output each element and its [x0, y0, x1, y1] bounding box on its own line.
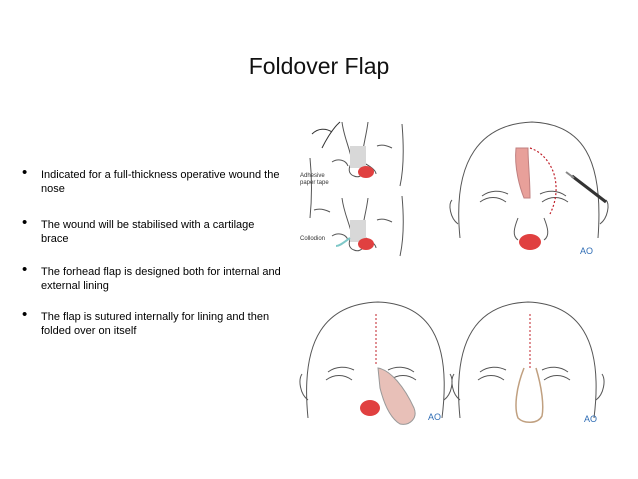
- panel-flap-sutured: [451, 301, 605, 419]
- ao-logo: AO: [584, 414, 597, 424]
- slide-title: Foldover Flap: [248, 53, 390, 79]
- bullet-text: The wound will be stabilised with a cart…: [41, 219, 255, 245]
- wound-mark: [360, 400, 380, 416]
- flap-incision-line: [529, 147, 557, 215]
- bullet-item: • Indicated for a full-thickness operati…: [22, 168, 284, 196]
- bullet-dot-icon: •: [22, 310, 28, 323]
- wound-mark: [358, 238, 374, 250]
- folded-flap: [377, 367, 416, 425]
- bullet-dot-icon: •: [22, 218, 28, 231]
- sutured-flap: [515, 367, 544, 423]
- wound-mark: [358, 166, 374, 178]
- bullet-text: The flap is sutured internally for linin…: [41, 311, 270, 337]
- scalpel-handle: [571, 174, 607, 204]
- bullet-item: • The forhead flap is designed both for …: [22, 265, 286, 293]
- ao-logo: AO: [428, 412, 441, 422]
- wound-mark: [519, 234, 541, 250]
- nose-shade: [350, 220, 366, 242]
- label-adhesive-2: paper tape: [300, 180, 329, 186]
- nose-shade: [350, 146, 366, 168]
- bullet-text: Indicated for a full-thickness operative…: [41, 169, 280, 195]
- flap-template: [515, 147, 531, 199]
- ao-logo: AO: [580, 246, 593, 256]
- panel-flap-rotated: [299, 301, 453, 419]
- bullet-dot-icon: •: [22, 265, 28, 278]
- bullet-dot-icon: •: [22, 168, 28, 181]
- bullet-text: The forhead flap is designed both for in…: [41, 266, 281, 292]
- collodion-applicator: [335, 237, 351, 247]
- label-collodion: Collodion: [300, 236, 325, 242]
- bullet-item: • The flap is sutured internally for lin…: [22, 310, 301, 338]
- scalpel-blade: [565, 171, 575, 179]
- bullet-item: • The wound will be stabilised with a ca…: [22, 218, 284, 246]
- surgical-illustration: Adhesive paper tape Collodion AO: [292, 118, 612, 436]
- illustration-svg: Adhesive paper tape Collodion AO: [299, 121, 609, 425]
- label-adhesive-1: Adhesive: [300, 173, 325, 179]
